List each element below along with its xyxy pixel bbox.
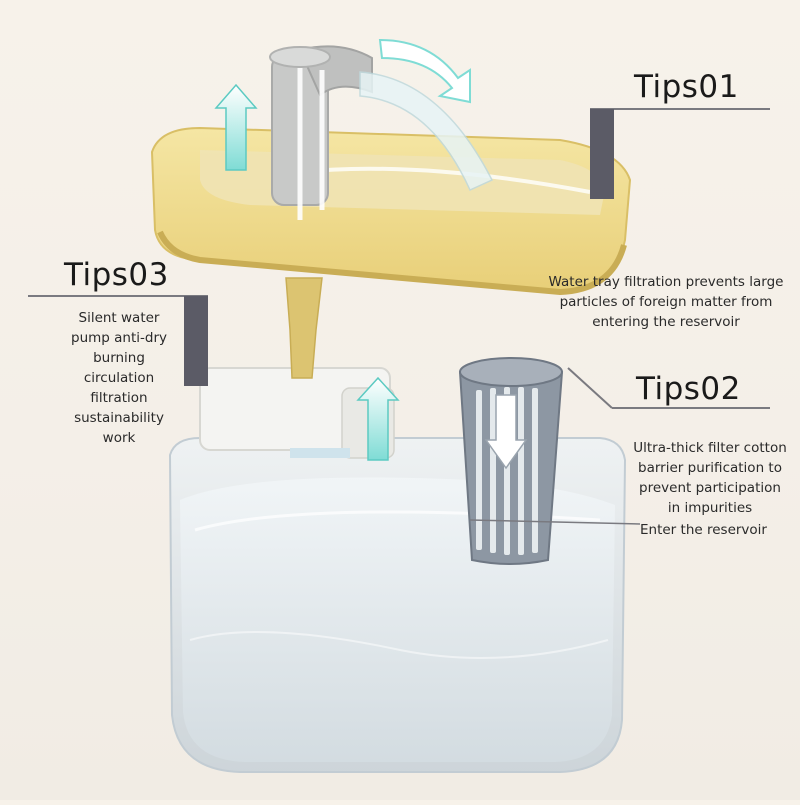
reservoir-pointer-line [469,519,641,525]
up-arrow-icon [214,83,258,171]
connector-pipe [285,277,323,379]
callout-tips02 [567,367,770,409]
tips03-line: pump anti-dry [71,330,167,346]
faucet-flow-lines [297,68,325,220]
flow-lines [239,450,537,718]
tips02-description: Ultra-thick filter cotton barrier purifi… [622,438,798,518]
tips03-line: work [102,430,136,446]
tips03-line: circulation [83,370,155,386]
water-stream [359,71,494,191]
tips03-line: burning [93,350,145,366]
reservoir-tank [168,437,627,773]
tips03-line: sustainability [74,410,164,426]
reservoir-label: Enter the reservoir [640,522,767,538]
pump-module [199,367,395,459]
tips02-line: in impurities [667,500,753,516]
tips03-description: Silent water pump anti-dry burning circu… [44,308,194,448]
tips02-line: barrier purification to [638,460,782,476]
tips01-line: entering the reservoir [592,314,740,330]
callout-tips03 [28,295,208,386]
callout-tips01 [590,108,770,199]
tips03-line: filtration [90,390,148,406]
tips01-line: Water tray filtration prevents large [548,274,784,290]
curved-arrow-icon [378,38,471,104]
tips01-description: Water tray filtration prevents large par… [548,272,784,332]
tips01-title: Tips01 [634,69,739,105]
tips02-line: Ultra-thick filter cotton [633,440,787,456]
tips02-title: Tips02 [636,371,741,407]
tips03-title: Tips03 [64,257,169,293]
down-arrow-icon [484,394,528,470]
up-arrow-icon [356,376,400,461]
tips02-line: prevent participation [639,480,781,496]
tips03-line: Silent water [78,310,160,326]
tips01-line: particles of foreign matter from [559,294,773,310]
water-tray [150,126,632,296]
